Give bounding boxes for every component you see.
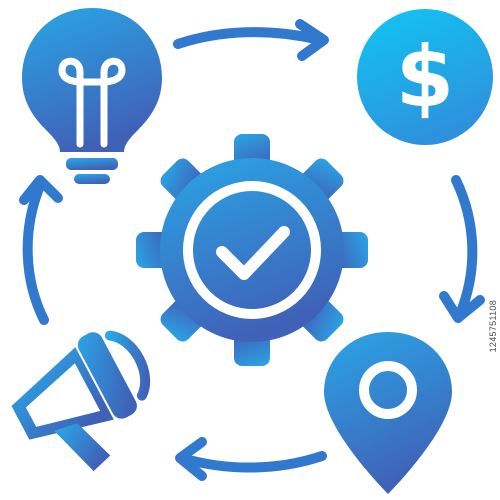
watermark-id: 1245751108 bbox=[488, 300, 498, 353]
arrow-top-head bbox=[295, 19, 329, 61]
arrow-bottom-head bbox=[175, 437, 207, 481]
checkmark-icon bbox=[216, 226, 290, 280]
dollar-coin-icon bbox=[357, 9, 493, 145]
arrow-right-head bbox=[439, 291, 485, 323]
arrow-top bbox=[173, 27, 325, 49]
circular-arrows-icon bbox=[19, 19, 485, 481]
arrow-right bbox=[451, 175, 478, 319]
megaphone-icon bbox=[11, 330, 151, 472]
lightbulb-icon bbox=[22, 8, 162, 184]
arrow-bottom bbox=[177, 451, 327, 473]
arrow-left bbox=[22, 181, 49, 325]
arrow-left-head bbox=[19, 175, 63, 205]
gear-check-icon bbox=[136, 134, 368, 366]
location-pin-icon bbox=[324, 332, 452, 494]
dollar-sign-icon: $ bbox=[395, 28, 455, 126]
